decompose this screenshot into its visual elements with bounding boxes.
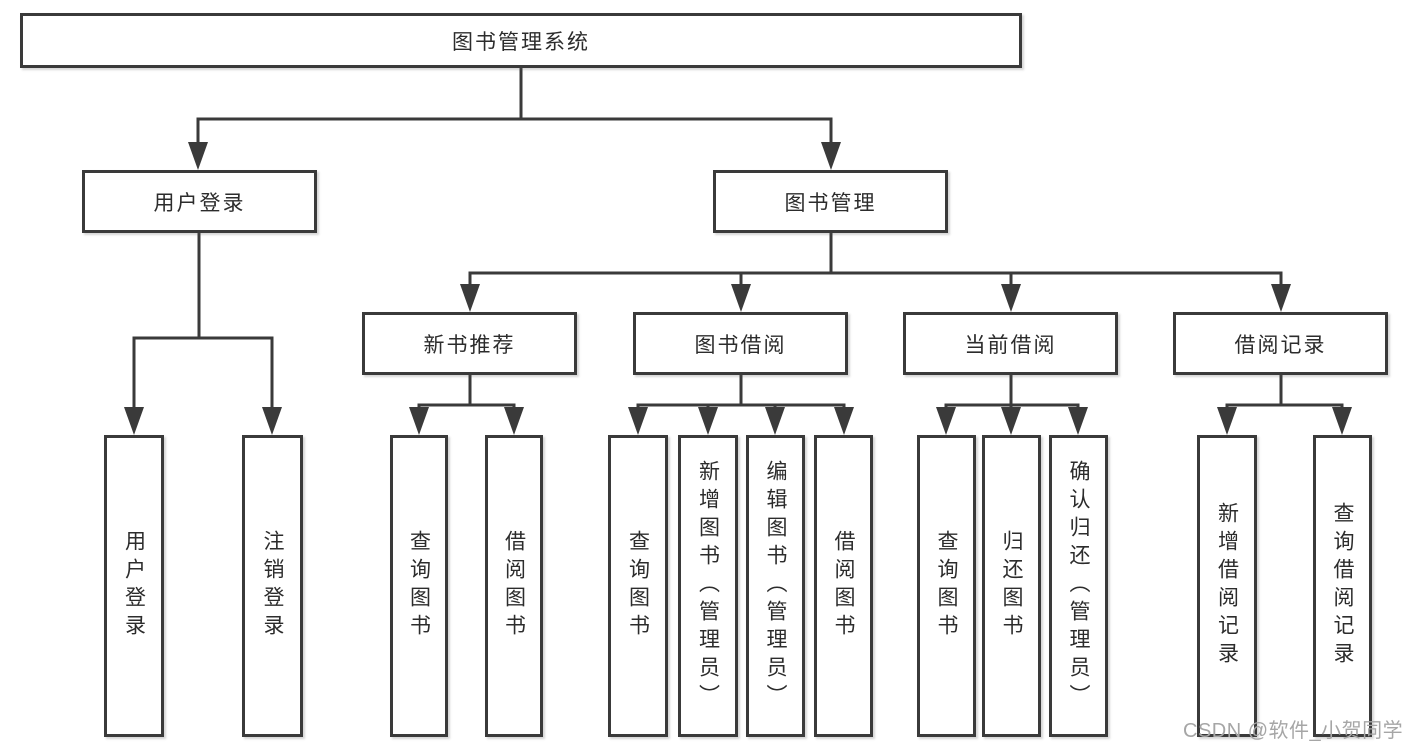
node-label: 编辑图书（管理员） bbox=[764, 460, 787, 712]
node-label: 图书借阅 bbox=[694, 333, 787, 357]
leaf-query-books-current: 查询图书 bbox=[917, 435, 976, 737]
node-label: 新增借阅记录 bbox=[1215, 502, 1239, 670]
node-label: 借阅图书 bbox=[832, 530, 855, 642]
node-label: 用户登录 bbox=[153, 191, 246, 215]
node-label: 新增图书（管理员） bbox=[696, 460, 720, 712]
node-label: 查询图书 bbox=[407, 530, 431, 642]
node-label: 当前借阅 bbox=[964, 333, 1057, 357]
node-label: 借阅记录 bbox=[1234, 333, 1327, 357]
leaf-logout: 注销登录 bbox=[242, 435, 303, 737]
leaf-user-login: 用户登录 bbox=[104, 435, 164, 737]
leaf-borrow-books-borrowing: 借阅图书 bbox=[814, 435, 873, 737]
node-label: 归还图书 bbox=[1000, 530, 1023, 642]
node-new-book-recommend: 新书推荐 bbox=[362, 312, 577, 375]
node-label: 注销登录 bbox=[261, 530, 284, 642]
node-label: 图书管理 bbox=[784, 191, 877, 215]
leaf-query-books-recommend: 查询图书 bbox=[390, 435, 448, 737]
leaf-query-borrow-record: 查询借阅记录 bbox=[1313, 435, 1372, 737]
node-label: 查询借阅记录 bbox=[1331, 502, 1354, 670]
csdn-watermark: CSDN @软件_小贺同学 bbox=[1183, 720, 1404, 742]
leaf-confirm-return-admin: 确认归还（管理员） bbox=[1049, 435, 1108, 737]
node-label: 借阅图书 bbox=[502, 530, 526, 642]
leaf-return-books: 归还图书 bbox=[982, 435, 1041, 737]
node-book-borrowing: 图书借阅 bbox=[633, 312, 848, 375]
node-library-system: 图书管理系统 bbox=[20, 13, 1022, 68]
node-current-borrowing: 当前借阅 bbox=[903, 312, 1118, 375]
node-label: 确认归还（管理员） bbox=[1067, 460, 1090, 712]
node-label: 图书管理系统 bbox=[452, 30, 590, 54]
leaf-add-borrow-record: 新增借阅记录 bbox=[1197, 435, 1257, 737]
node-borrowing-records: 借阅记录 bbox=[1173, 312, 1388, 375]
leaf-edit-books-admin: 编辑图书（管理员） bbox=[746, 435, 805, 737]
leaf-add-books-admin: 新增图书（管理员） bbox=[678, 435, 738, 737]
node-label: 新书推荐 bbox=[423, 333, 516, 357]
node-label: 查询图书 bbox=[626, 530, 650, 642]
leaf-borrow-books-recommend: 借阅图书 bbox=[485, 435, 543, 737]
leaf-query-books-borrowing: 查询图书 bbox=[608, 435, 668, 737]
node-label: 查询图书 bbox=[935, 530, 958, 642]
node-label: 用户登录 bbox=[122, 530, 146, 642]
node-book-management: 图书管理 bbox=[713, 170, 948, 233]
node-user-login: 用户登录 bbox=[82, 170, 317, 233]
